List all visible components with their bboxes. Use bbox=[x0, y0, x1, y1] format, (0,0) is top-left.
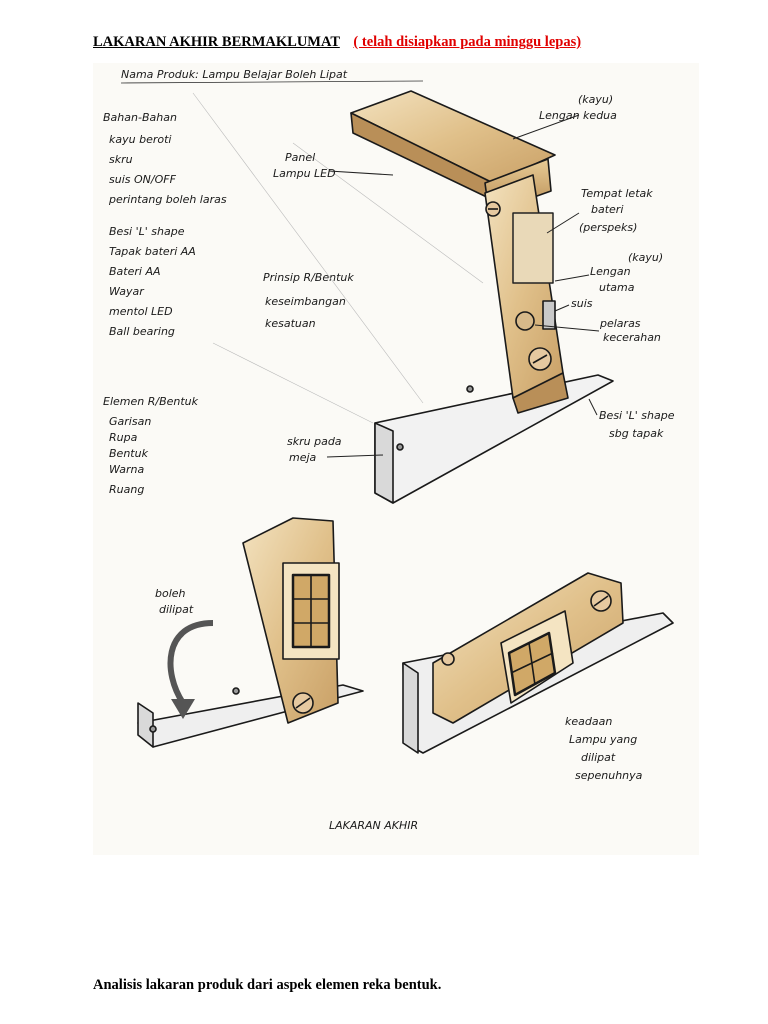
lamp-sketch-drawing: Nama Produk: Lampu Belajar Boleh Lipat B… bbox=[103, 68, 675, 832]
label-base-b: sbg tapak bbox=[609, 427, 664, 440]
element-item: Garisan bbox=[109, 415, 151, 428]
label-folded-c: dilipat bbox=[581, 751, 616, 764]
element-item: Warna bbox=[109, 463, 145, 476]
material-item: Wayar bbox=[109, 285, 145, 298]
material-item: suis ON/OFF bbox=[109, 173, 177, 186]
header-note: ( telah disiapkan pada minggu lepas) bbox=[353, 34, 582, 50]
element-item: Rupa bbox=[109, 431, 138, 444]
material-item: perintang boleh laras bbox=[108, 193, 227, 206]
material-item: mentol LED bbox=[109, 305, 173, 318]
label-dimmer-a: pelaras bbox=[599, 317, 641, 330]
footer-text: Analisis lakaran produk dari aspek eleme… bbox=[93, 977, 442, 993]
label-panel-a: Panel bbox=[285, 151, 315, 164]
elements-title: Elemen R/Bentuk bbox=[103, 395, 199, 408]
material-item: Ball bearing bbox=[109, 325, 175, 338]
label-switch: suis bbox=[571, 297, 593, 310]
label-screw-a: skru pada bbox=[287, 435, 342, 448]
sketch-image: Nama Produk: Lampu Belajar Boleh Lipat B… bbox=[93, 63, 699, 855]
folding-lamp-sketch bbox=[137, 517, 364, 748]
folded-lamp-sketch bbox=[402, 572, 674, 754]
label-screw-b: meja bbox=[289, 451, 317, 464]
label-folded-d: sepenuhnya bbox=[575, 769, 643, 782]
sketch-caption: LAKARAN AKHIR bbox=[329, 819, 418, 832]
principle-item: keseimbangan bbox=[265, 295, 346, 308]
material-item: Besi 'L' shape bbox=[109, 225, 185, 238]
label-battery-a: Tempat letak bbox=[581, 187, 653, 200]
label-folded-a: keadaan bbox=[565, 715, 612, 728]
product-name: Nama Produk: Lampu Belajar Boleh Lipat bbox=[121, 68, 348, 81]
materials-title: Bahan-Bahan bbox=[103, 111, 177, 124]
label-fold-b: dilipat bbox=[159, 603, 194, 616]
material-item: kayu beroti bbox=[109, 133, 171, 146]
label-main-arm-b: Lengan bbox=[590, 265, 631, 278]
element-item: Ruang bbox=[109, 483, 144, 496]
material-item: skru bbox=[109, 153, 133, 166]
main-lamp-sketch bbox=[350, 90, 614, 504]
principle-item: kesatuan bbox=[265, 317, 316, 330]
label-top-arm-a: (kayu) bbox=[578, 93, 613, 106]
label-base-a: Besi 'L' shape bbox=[599, 409, 675, 422]
materials-list: kayu beroti skru suis ON/OFF perintang b… bbox=[108, 133, 227, 338]
label-folded-b: Lampu yang bbox=[569, 733, 637, 746]
label-main-arm-a: (kayu) bbox=[628, 251, 663, 264]
label-main-arm-c: utama bbox=[599, 281, 635, 294]
label-battery-b: bateri bbox=[591, 203, 623, 216]
principles-title: Prinsip R/Bentuk bbox=[263, 271, 354, 284]
material-item: Tapak bateri AA bbox=[109, 245, 196, 258]
label-battery-c: (perspeks) bbox=[579, 221, 637, 234]
label-panel-b: Lampu LED bbox=[273, 167, 336, 180]
element-item: Bentuk bbox=[109, 447, 149, 460]
header-title: LAKARAN AKHIR BERMAKLUMAT bbox=[93, 34, 340, 50]
page-header: LAKARAN AKHIR BERMAKLUMAT ( telah disiap… bbox=[93, 34, 581, 51]
label-dimmer-b: kecerahan bbox=[603, 331, 661, 344]
material-item: Bateri AA bbox=[109, 265, 161, 278]
label-fold-a: boleh bbox=[155, 587, 186, 600]
